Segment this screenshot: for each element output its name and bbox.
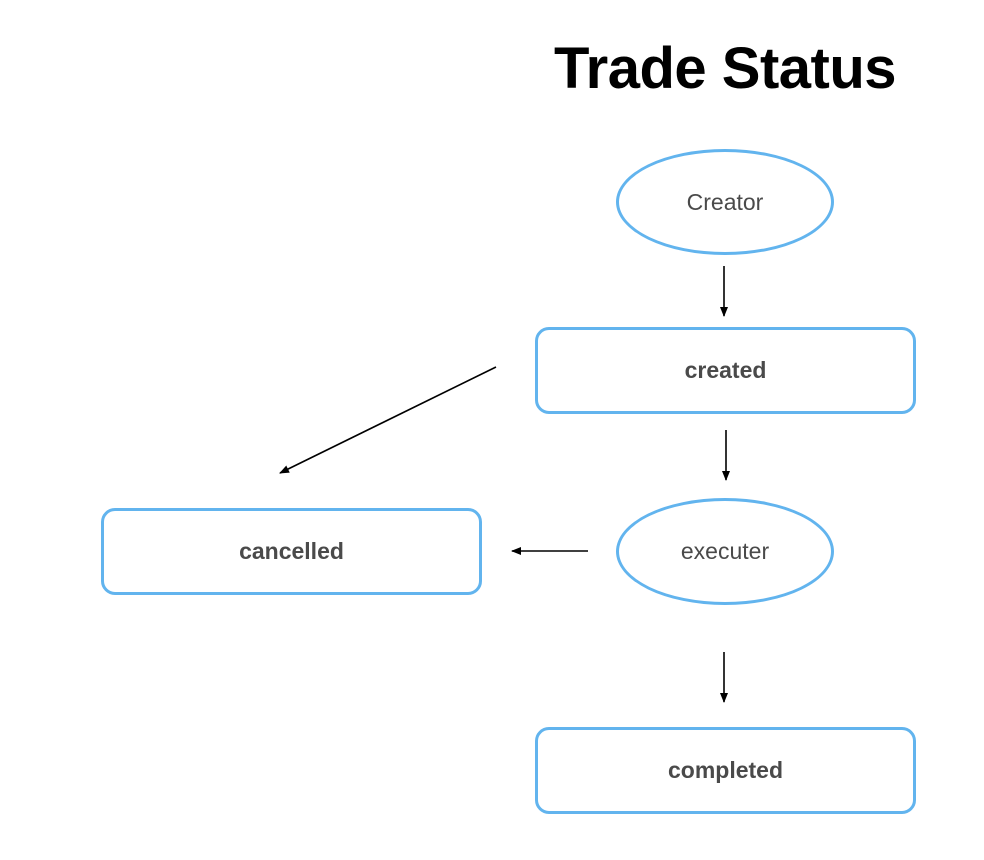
node-cancelled: cancelled [101,508,482,595]
diagram-title: Trade Status [553,36,897,101]
node-completed: completed [535,727,916,814]
node-created: created [535,327,916,414]
node-executer: executer [616,498,834,605]
node-creator: Creator [616,149,834,255]
edge-created-to-cancelled [279,366,497,474]
